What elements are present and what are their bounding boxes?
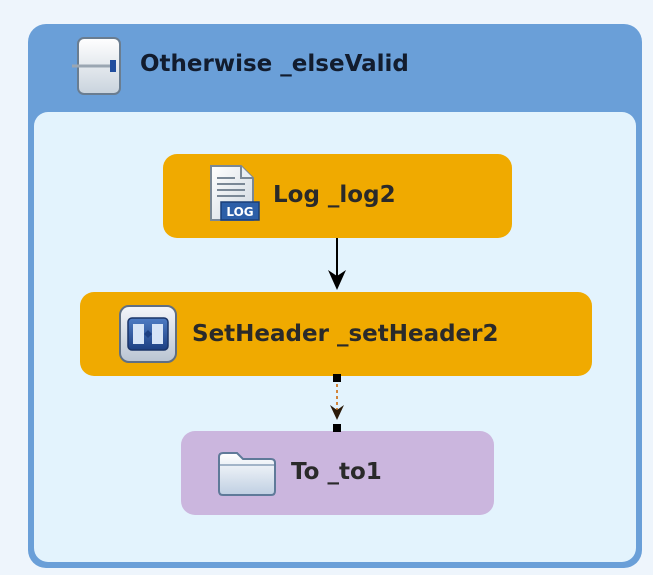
log-node-label: Log _log2 bbox=[273, 182, 396, 208]
log-icon-text: LOG bbox=[226, 205, 253, 219]
to-node-label: To _to1 bbox=[291, 459, 382, 485]
container-title: Otherwise _elseValid bbox=[140, 51, 409, 77]
otherwise-branch-icon bbox=[72, 37, 121, 95]
setheader-node-label: SetHeader _setHeader2 bbox=[192, 321, 499, 347]
folder-icon bbox=[218, 452, 276, 496]
log-node[interactable]: LOG Log _log2 bbox=[163, 154, 512, 238]
otherwise-container-header[interactable]: Otherwise _elseValid bbox=[28, 24, 642, 112]
to-node[interactable]: To _to1 bbox=[181, 431, 494, 515]
setheader-node[interactable]: SetHeader _setHeader2 bbox=[80, 292, 592, 376]
log-document-icon: LOG bbox=[210, 165, 260, 221]
set-header-icon bbox=[119, 305, 177, 363]
